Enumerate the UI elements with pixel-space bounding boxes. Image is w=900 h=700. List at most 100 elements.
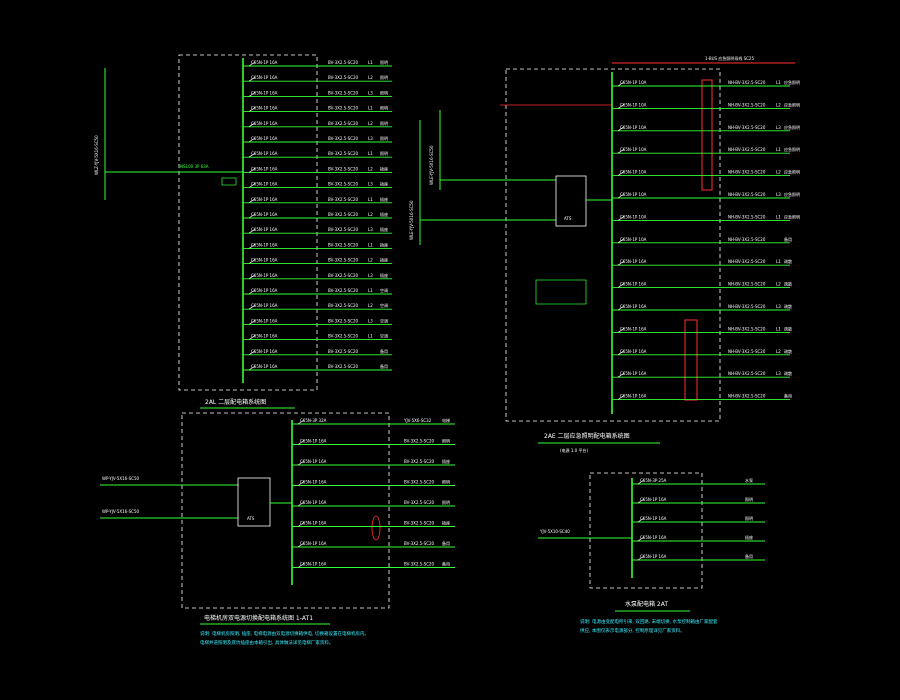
breaker-symbol [248, 259, 256, 264]
circuit-breaker-label: C65N-1P 16A [300, 521, 327, 526]
circuit-breaker-label: C65N-1P 16A [300, 459, 327, 464]
circuit-load-label: 电梯 [442, 417, 450, 423]
breaker-symbol [248, 168, 256, 173]
panel-2al-breaker: NS100 3P 63A [180, 164, 209, 169]
breaker-symbol [248, 244, 256, 249]
breaker-symbol [248, 107, 256, 112]
circuit-load-label: 照明 [745, 497, 753, 502]
circuit-cable-label: BV-3X2.5-SC20 [328, 197, 359, 202]
breaker-symbol [617, 305, 625, 311]
panel-2ae: 1-BUS 应急照明母线 SC25 WLE-YJV-5X16-SC50 WLE-… [409, 55, 800, 453]
breaker-symbol [617, 238, 625, 244]
circuit-breaker-label: C65N-1P 16A [251, 197, 278, 202]
circuit-cable-label: BV-3X2.5-SC20 [404, 500, 435, 505]
circuit-phase-label: L3 [368, 273, 373, 278]
circuit-cable-label: NH-BV-3X2.5-SC20 [728, 326, 766, 331]
breaker-symbol [248, 61, 256, 67]
circuit-phase-label: L3 [368, 136, 373, 141]
circuit-cable-label: NH-BV-3X2.5-SC20 [728, 102, 766, 107]
circuit-breaker-label: C65N-1P 16A [251, 334, 278, 339]
circuit-load-label: 备用 [380, 363, 388, 369]
circuit-breaker-label: C65N-1P 16A [640, 497, 667, 502]
circuit-load-label: 应急照明 [784, 169, 800, 175]
panel-2al-title: 2AL 二层配电箱系统图 [205, 398, 266, 406]
circuit-load-label: 疏散 [784, 303, 792, 309]
breaker-symbol [617, 283, 625, 288]
circuit-load-label: 备用 [442, 561, 450, 567]
circuit-load-label: 空调 [380, 287, 388, 293]
circuit-phase-label: L1 [776, 80, 781, 85]
breaker-symbol [297, 501, 305, 507]
breaker-symbol [248, 274, 256, 280]
circuit-breaker-label: C65N-1P 16A [251, 212, 278, 217]
circuit-cable-label: BV-3X2.5-SC20 [328, 288, 359, 293]
circuit-load-label: 照明 [442, 480, 450, 485]
circuit-phase-label: L2 [368, 75, 373, 80]
circuit-phase-label: L1 [368, 106, 373, 111]
panel-2al-meter [221, 177, 237, 186]
circuit-phase-label: L2 [776, 349, 781, 354]
circuit-breaker-label: C65N-1P 16A [251, 349, 278, 354]
circuit-load-label: 备用 [784, 236, 792, 242]
circuit-breaker-label: C65N-1P 16A [251, 60, 278, 65]
circuit-cable-label: NH-BV-3X2.5-SC20 [728, 349, 766, 354]
panel-2ae-ups-box [535, 279, 587, 305]
breaker-symbol [617, 395, 625, 400]
breaker-symbol [637, 536, 645, 542]
circuit-breaker-label: C65N-1P 10A [620, 214, 647, 219]
circuit-load-label: 空调 [380, 317, 388, 323]
circuit-cable-label: NH-BV-3X2.5-SC20 [728, 214, 766, 219]
circuit-load-label: 照明 [380, 90, 388, 95]
circuit-phase-label: L2 [368, 258, 373, 263]
panel-2at-incoming-cable: YJV-5X10-SC40 [539, 529, 570, 534]
circuit-breaker-label: C65N-3P 32A [300, 418, 327, 423]
circuit-breaker-label: C65N-1P 16A [251, 318, 278, 323]
breaker-symbol [617, 350, 625, 356]
circuit-cable-label: BV-3X2.5-SC20 [328, 227, 359, 232]
breaker-symbol [617, 372, 625, 378]
circuit-cable-label: NH-BV-3X2.5-SC20 [728, 304, 766, 309]
circuit-cable-label: BV-3X2.5-SC20 [328, 258, 359, 263]
circuit-breaker-label: C65N-1P 16A [251, 90, 278, 95]
circuit-phase-label: L1 [368, 197, 373, 202]
circuit-cable-label: BV-3X2.5-SC20 [328, 90, 359, 95]
circuit-breaker-label: C65N-1P 10A [620, 80, 647, 85]
breaker-symbol [248, 304, 256, 310]
panel-2ae-frame [505, 68, 721, 422]
circuit-load-label: 插座 [380, 272, 388, 278]
panel-2ae-circuits: C65N-1P 10A NH-BV-3X2.5-SC20 L1 应急照明 C65N-1P… [612, 79, 800, 401]
circuit-cable-label: BV-3X2.5-SC20 [404, 562, 435, 567]
panel-2ae-ats-box [555, 175, 587, 227]
circuit-load-label: 水泵 [745, 477, 753, 483]
circuit-breaker-label: C65N-1P 10A [620, 147, 647, 152]
panel-2ae-emergency-module-1 [701, 79, 713, 191]
breaker-symbol [297, 460, 305, 466]
breaker-symbol [248, 228, 256, 234]
circuit-breaker-label: C65N-1P 16A [300, 562, 327, 567]
breaker-symbol [617, 148, 625, 154]
breaker-symbol [248, 335, 256, 340]
circuit-load-label: 插座 [380, 211, 388, 217]
circuit-load-label: 应急照明 [784, 191, 800, 197]
breaker-symbol [617, 216, 625, 221]
circuit-phase-label: L3 [776, 371, 781, 376]
panel-2at-note-line2: 供应, 本图仅表示电源部分, 控制原理详见厂家资料。 [580, 627, 685, 634]
breaker-symbol [637, 479, 645, 485]
circuit-phase-label: L2 [368, 166, 373, 171]
circuit-load-label: 插座 [745, 534, 753, 540]
circuit-cable-label: BV-3X2.5-SC20 [328, 121, 359, 126]
circuit-load-label: 空调 [380, 333, 388, 339]
circuit-breaker-label: C65N-1P 16A [300, 500, 327, 505]
circuit-breaker-label: C65N-1P 16A [640, 554, 667, 559]
breaker-symbol [248, 183, 256, 188]
panel-2at-frame [589, 472, 703, 589]
breaker-symbol [617, 328, 625, 333]
panel-2ae-subtitle: (电源 1.0 平台) [560, 447, 588, 453]
circuit-phase-label: L2 [776, 282, 781, 287]
circuit-phase-label: L2 [776, 170, 781, 175]
circuit-breaker-label: C65N-1P 16A [300, 480, 327, 485]
circuit-cable-label: BV-3X2.5-SC20 [328, 334, 359, 339]
